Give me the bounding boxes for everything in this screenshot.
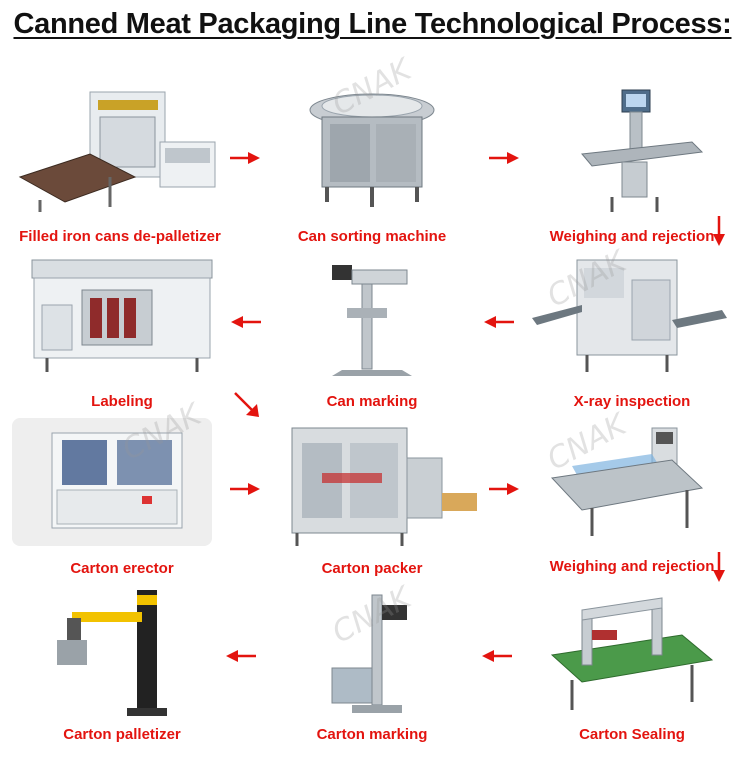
- step-label: Labeling: [91, 393, 153, 410]
- carton-checkweigher-machine-icon: [522, 418, 742, 558]
- arrow-right-icon: [489, 152, 519, 164]
- xray-inspection-machine-icon: [522, 250, 742, 390]
- step-label: Weighing and rejection: [549, 228, 715, 245]
- arrow-left-icon: [482, 650, 512, 662]
- step-label: Carton Sealing: [579, 726, 685, 743]
- arrow-left-icon: [231, 316, 261, 328]
- step-label: Carton packer: [321, 560, 423, 577]
- depalletizer-machine-icon: [10, 82, 230, 222]
- arrow-down-icon: [713, 216, 725, 246]
- arrow-down-icon: [713, 552, 725, 582]
- step-label: X-ray inspection: [573, 393, 691, 410]
- arrow-left-icon: [484, 316, 514, 328]
- step-label: Carton palletizer: [63, 726, 181, 743]
- arrow-right-icon: [230, 483, 260, 495]
- palletizer-robot-icon: [12, 590, 232, 730]
- arrow-right-icon: [489, 483, 519, 495]
- arrow-diagonal-icon: [234, 392, 259, 417]
- carton-sealer-machine-icon: [522, 590, 742, 730]
- can-sorting-machine-icon: [262, 82, 482, 222]
- carton-erector-machine-icon: [12, 418, 232, 558]
- step-label: Carton erector: [70, 560, 174, 577]
- carton-packer-machine-icon: [262, 418, 482, 558]
- step-label: Filled iron cans de-palletizer: [19, 228, 221, 245]
- arrow-right-icon: [230, 152, 260, 164]
- step-label: Carton marking: [316, 726, 428, 743]
- checkweigher-machine-icon: [522, 82, 742, 222]
- step-label: Can sorting machine: [297, 228, 447, 245]
- step-label: Can marking: [326, 393, 418, 410]
- laser-marking-machine-icon: [262, 250, 482, 390]
- page-title: Canned Meat Packaging Line Technological…: [13, 8, 732, 40]
- carton-marking-machine-icon: [262, 590, 482, 730]
- arrow-left-icon: [226, 650, 256, 662]
- labeling-machine-icon: [12, 250, 232, 390]
- step-label: Weighing and rejection: [549, 558, 715, 575]
